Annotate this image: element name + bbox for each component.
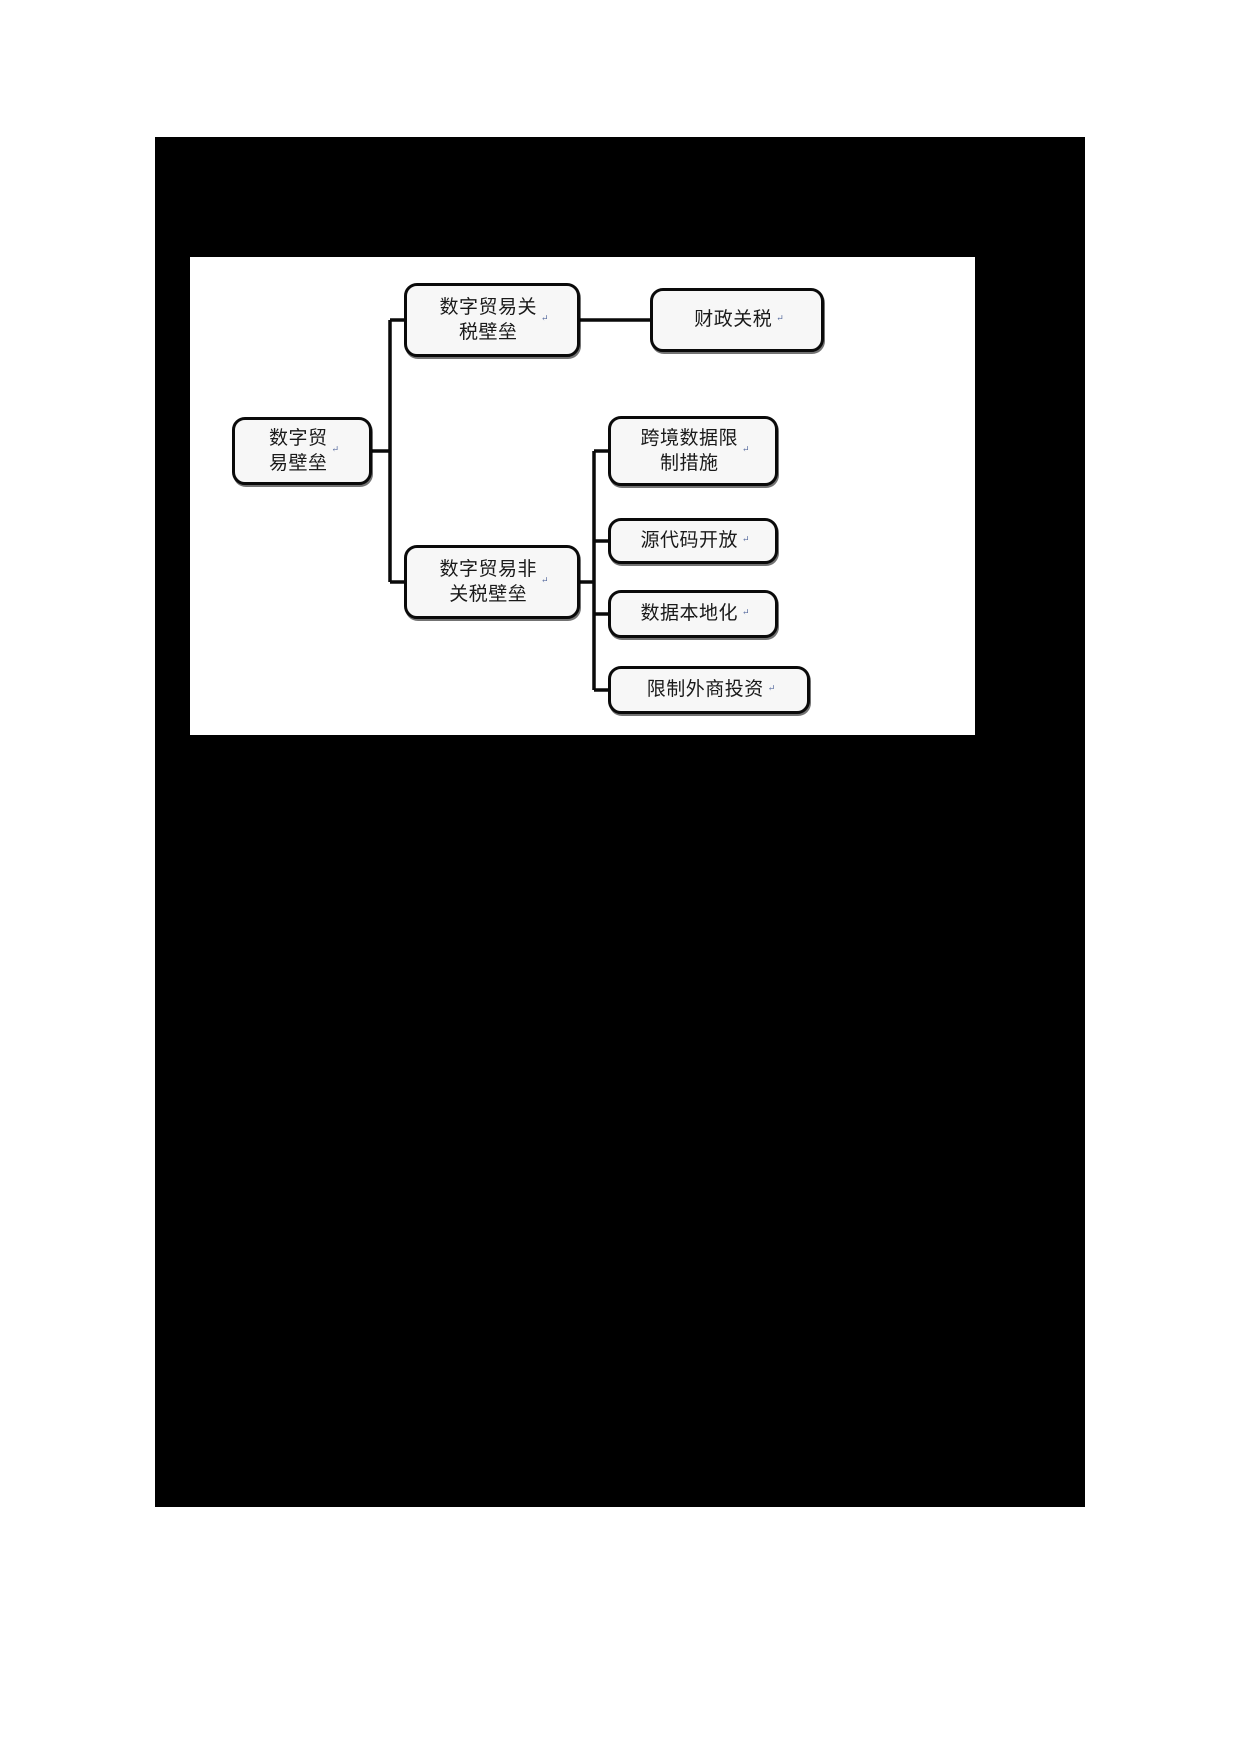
node-digital-trade-tariff-barrier[interactable]: 数字贸易关 税壁垒↵	[404, 283, 580, 357]
cr-mark-localize: ↵	[741, 608, 750, 619]
node-root[interactable]: 数字贸 易壁垒↵	[232, 417, 372, 485]
cr-mark-sourcecode: ↵	[741, 535, 750, 546]
node-foreign-investment-restriction[interactable]: 限制外商投资↵	[608, 666, 810, 714]
node-digital-trade-nontariff-barrier-label: 数字贸易非 关税壁垒	[439, 557, 537, 605]
node-fiscal-tariff[interactable]: 财政关税↵	[650, 288, 824, 352]
diagram-canvas: 数字贸 易壁垒↵ 数字贸易关 税壁垒↵ 财政关税↵ 数字贸易非 关税壁垒↵ 跨境…	[190, 257, 975, 735]
node-foreign-investment-restriction-label: 限制外商投资	[646, 678, 764, 701]
connector-lines	[372, 318, 650, 692]
cr-mark-root: ↵	[331, 445, 340, 456]
cr-mark-crossborder: ↵	[741, 445, 750, 456]
cr-mark-tariff: ↵	[540, 314, 549, 325]
node-digital-trade-nontariff-barrier[interactable]: 数字贸易非 关税壁垒↵	[404, 545, 580, 619]
cr-mark-fiscal: ↵	[776, 314, 784, 325]
node-digital-trade-tariff-barrier-label: 数字贸易关 税壁垒	[439, 295, 537, 343]
node-cross-border-data-restriction-label: 跨境数据限 制措施	[640, 426, 738, 474]
node-root-label: 数字贸 易壁垒	[268, 426, 328, 474]
node-data-localization-label: 数据本地化	[640, 602, 738, 625]
node-data-localization[interactable]: 数据本地化↵	[608, 590, 778, 638]
node-source-code-disclosure[interactable]: 源代码开放↵	[608, 518, 778, 564]
node-cross-border-data-restriction[interactable]: 跨境数据限 制措施↵	[608, 416, 778, 486]
node-fiscal-tariff-label: 财政关税	[694, 308, 773, 331]
cr-mark-fdi: ↵	[767, 684, 776, 695]
node-source-code-disclosure-label: 源代码开放	[640, 529, 738, 552]
cr-mark-nontariff: ↵	[540, 576, 549, 587]
